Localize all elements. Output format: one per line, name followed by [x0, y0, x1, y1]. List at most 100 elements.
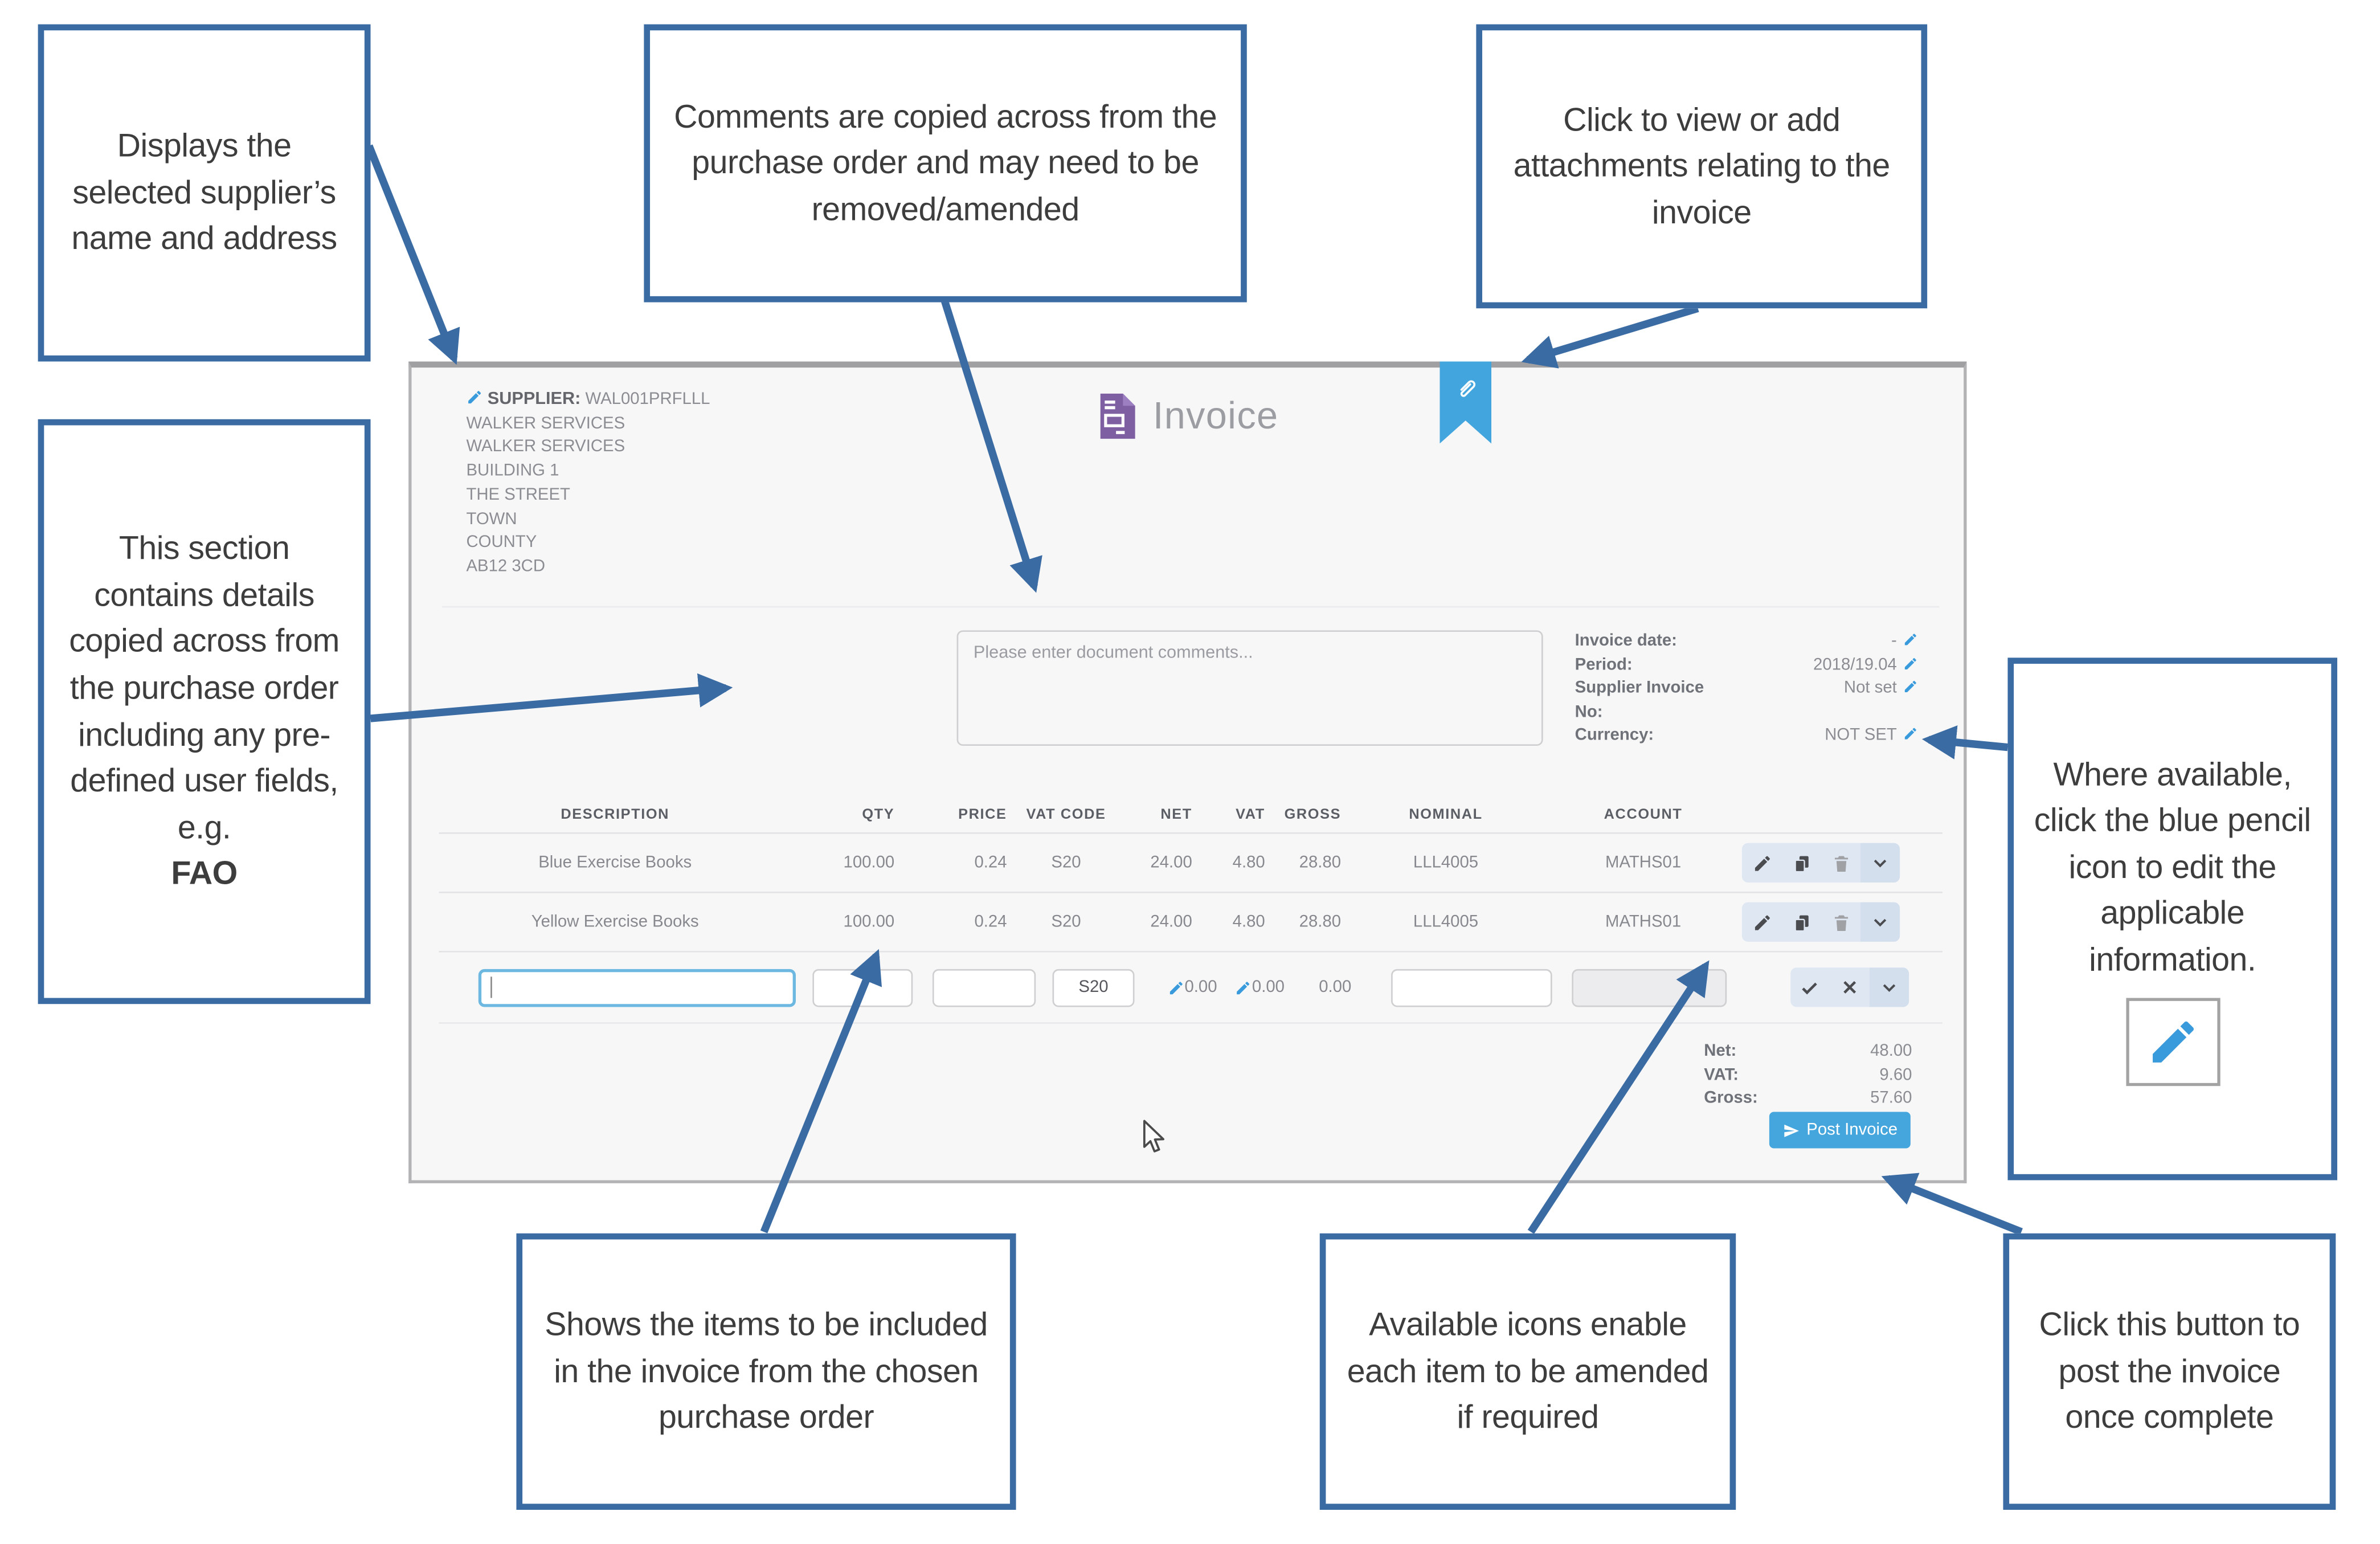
supplier-invoice-no-value: Not set: [1843, 679, 1897, 697]
arrow-to-attachment-ribbon: [1521, 304, 1699, 369]
cell-gross: 28.80: [1299, 853, 1342, 872]
delete-row-button[interactable]: [1821, 902, 1860, 942]
table-row: Yellow Exercise Books 100.00 0.24 S20 24…: [439, 891, 1943, 951]
edit-pencil-icon[interactable]: [1903, 679, 1918, 695]
supplier-code: WAL001PRFLLL: [585, 390, 710, 409]
page-title-text: Invoice: [1152, 394, 1279, 437]
cell-vat-code: S20: [1051, 853, 1081, 872]
new-vat-field: 0.00: [1236, 978, 1285, 996]
supplier-address-line: WALKER SERVICES: [466, 414, 625, 433]
new-row-more-button[interactable]: [1869, 967, 1909, 1007]
new-qty-input[interactable]: [812, 968, 913, 1007]
invoice-items-table: DESCRIPTION QTY PRICE VAT CODE NET VAT G…: [439, 796, 1943, 1024]
cell-account: MATHS01: [1605, 853, 1682, 872]
check-icon: [1802, 982, 1818, 994]
section-divider: [441, 606, 1940, 608]
callout-section-bold: FAO: [171, 855, 238, 892]
new-vat-code-input[interactable]: [1052, 968, 1135, 1007]
trash-icon: [1834, 914, 1847, 930]
pencil-icon: [1754, 855, 1769, 871]
cell-description: Blue Exercise Books: [538, 853, 692, 872]
callout-pencil-edit: Where available, click the blue pencil i…: [2007, 657, 2337, 1181]
row-action-group: [1741, 902, 1900, 942]
cell-net: 24.00: [1150, 853, 1192, 872]
edit-pencil-icon[interactable]: [466, 389, 482, 405]
trash-icon: [1834, 855, 1847, 871]
cell-price: 0.24: [974, 853, 1007, 872]
invoice-date-value: -: [1891, 632, 1897, 651]
row-more-button[interactable]: [1860, 843, 1900, 883]
table-row: Blue Exercise Books 100.00 0.24 S20 24.0…: [439, 832, 1943, 892]
callout-supplier: Displays the selected supplier’s name an…: [38, 24, 371, 362]
callout-line-items: Shows the items to be included in the in…: [516, 1233, 1016, 1510]
vat-total-value: 9.60: [1879, 1065, 1912, 1084]
cancel-row-button[interactable]: [1830, 967, 1869, 1007]
callout-row-icons-text: Available icons enable each item to be a…: [1347, 1306, 1709, 1436]
copy-icon: [1794, 855, 1808, 872]
callout-pencil-edit-text: Where available, click the blue pencil i…: [2034, 755, 2311, 978]
supplier-address-line: WALKER SERVICES: [466, 438, 625, 456]
callout-post-invoice-text: Click this button to post the invoice on…: [2039, 1306, 2300, 1436]
col-header-price: PRICE: [958, 806, 1007, 823]
net-total-label: Net:: [1704, 1041, 1737, 1060]
cell-net: 24.00: [1150, 913, 1192, 932]
invoice-document-icon: [1101, 393, 1136, 439]
edit-pencil-icon[interactable]: [1903, 726, 1918, 741]
currency-label: Currency:: [1575, 726, 1654, 745]
cell-vat-code: S20: [1051, 913, 1081, 932]
col-header-description: DESCRIPTION: [561, 806, 670, 823]
total-net: Net: 48.00: [1704, 1040, 1912, 1064]
meta-invoice-date: Invoice date: -: [1575, 630, 1919, 653]
total-gross: Gross: 57.60: [1704, 1088, 1912, 1112]
post-invoice-button[interactable]: Post Invoice: [1769, 1112, 1911, 1149]
copy-row-button[interactable]: [1781, 843, 1821, 883]
row-action-group: [1741, 843, 1900, 883]
x-icon: [1843, 981, 1856, 994]
col-header-vat: VAT: [1236, 806, 1265, 823]
new-account-input[interactable]: [1571, 968, 1727, 1007]
col-header-vat-code: VAT CODE: [1026, 806, 1106, 823]
cell-description: Yellow Exercise Books: [531, 913, 699, 932]
text-caret: [490, 977, 492, 998]
new-gross-value: 0.00: [1319, 978, 1352, 996]
supplier-address-line: COUNTY: [466, 533, 537, 552]
meta-period: Period: 2018/19.04: [1575, 654, 1919, 677]
new-description-input[interactable]: [478, 968, 796, 1007]
confirm-row-button[interactable]: [1790, 967, 1830, 1007]
col-header-net: NET: [1160, 806, 1192, 823]
new-nominal-input[interactable]: [1391, 968, 1552, 1007]
cell-gross: 28.80: [1299, 913, 1342, 932]
invoice-date-label: Invoice date:: [1575, 632, 1677, 651]
new-row-action-group: [1790, 967, 1909, 1007]
edit-pencil-icon[interactable]: [1903, 655, 1918, 671]
cell-vat: 4.80: [1232, 853, 1265, 872]
supplier-address-line: AB12 3CD: [466, 557, 546, 576]
post-invoice-label: Post Invoice: [1806, 1121, 1898, 1139]
row-more-button[interactable]: [1860, 902, 1900, 942]
mouse-cursor: [1143, 1120, 1165, 1153]
callout-attachments-text: Click to view or add attachments relatin…: [1513, 101, 1891, 231]
col-header-account: ACCOUNT: [1604, 806, 1683, 823]
supplier-address-line: BUILDING 1: [466, 461, 559, 480]
delete-row-button[interactable]: [1821, 843, 1860, 883]
cell-vat: 4.80: [1232, 913, 1265, 932]
edit-pencil-icon: [2152, 1022, 2193, 1063]
callout-section: This section contains details copied acr…: [38, 419, 371, 1004]
cell-nominal: LLL4005: [1413, 853, 1479, 872]
edit-row-button[interactable]: [1742, 843, 1781, 883]
supplier-label: SUPPLIER:: [487, 390, 581, 409]
edit-pencil-icon[interactable]: [1236, 979, 1252, 995]
edit-pencil-icon[interactable]: [1903, 632, 1918, 647]
period-value: 2018/19.04: [1813, 655, 1897, 674]
invoice-meta: Invoice date: - Period: 2018/19.04 Suppl…: [1575, 630, 1919, 748]
supplier-address-line: THE STREET: [466, 485, 570, 504]
document-comments-input[interactable]: [956, 630, 1543, 746]
callout-post-invoice: Click this button to post the invoice on…: [2003, 1233, 2336, 1510]
edit-pencil-icon[interactable]: [1168, 979, 1184, 995]
total-vat: VAT: 9.60: [1704, 1064, 1912, 1088]
chevron-down-icon: [1874, 859, 1887, 868]
new-price-input[interactable]: [932, 968, 1036, 1007]
edit-row-button[interactable]: [1742, 902, 1781, 942]
copy-row-button[interactable]: [1781, 902, 1821, 942]
